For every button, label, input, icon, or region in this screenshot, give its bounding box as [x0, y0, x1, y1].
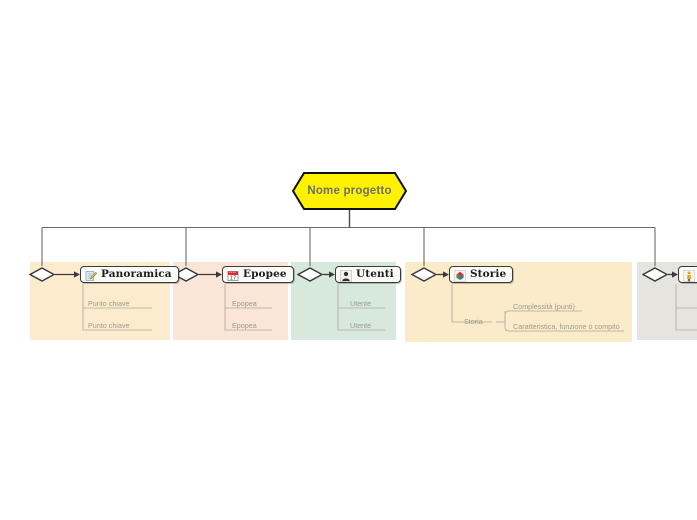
person-figure-icon: [683, 269, 695, 282]
calendar-icon: 17: [227, 269, 239, 281]
branch-connector-diamond[interactable]: [28, 267, 56, 282]
branch-connector-diamond[interactable]: [410, 267, 438, 282]
leaf-item[interactable]: Punto chiave: [88, 299, 130, 308]
root-node-label: Nome progetto: [307, 185, 392, 197]
colored-sphere-icon: [454, 269, 466, 282]
leaf-item[interactable]: Complessità (punti): [513, 302, 575, 311]
branch-node-panoramica[interactable]: Panoramica: [80, 266, 179, 283]
branch-node-label: Epopee: [243, 268, 287, 281]
user-icon: [340, 269, 352, 282]
svg-text:17: 17: [230, 275, 236, 281]
branch-node-storie[interactable]: Storie: [449, 266, 514, 283]
branch-node-utenti[interactable]: Utenti: [335, 266, 401, 283]
root-node-nome-progetto[interactable]: Nome progetto: [292, 172, 407, 210]
branch-connector-diamond[interactable]: [296, 267, 324, 282]
note-pencil-icon: [85, 269, 97, 281]
branch-node-clipped[interactable]: [678, 266, 697, 283]
branch-node-label: Panoramica: [101, 268, 172, 281]
leaf-item[interactable]: Punto chiave: [88, 321, 130, 330]
branch-node-label: Utenti: [356, 268, 394, 281]
branch-connector-diamond[interactable]: [641, 267, 669, 282]
leaf-item-storia[interactable]: Storia: [464, 317, 483, 326]
branch-node-epopee[interactable]: 17 Epopee: [222, 266, 294, 283]
leaf-item[interactable]: Utente: [350, 321, 372, 330]
leaf-item[interactable]: Epopea: [232, 321, 257, 330]
branch-node-label: Storie: [470, 268, 507, 281]
leaf-item[interactable]: Caratteristica, funzione o compito: [513, 322, 620, 331]
leaf-item[interactable]: Utente: [350, 299, 372, 308]
leaf-item[interactable]: Epopea: [232, 299, 257, 308]
